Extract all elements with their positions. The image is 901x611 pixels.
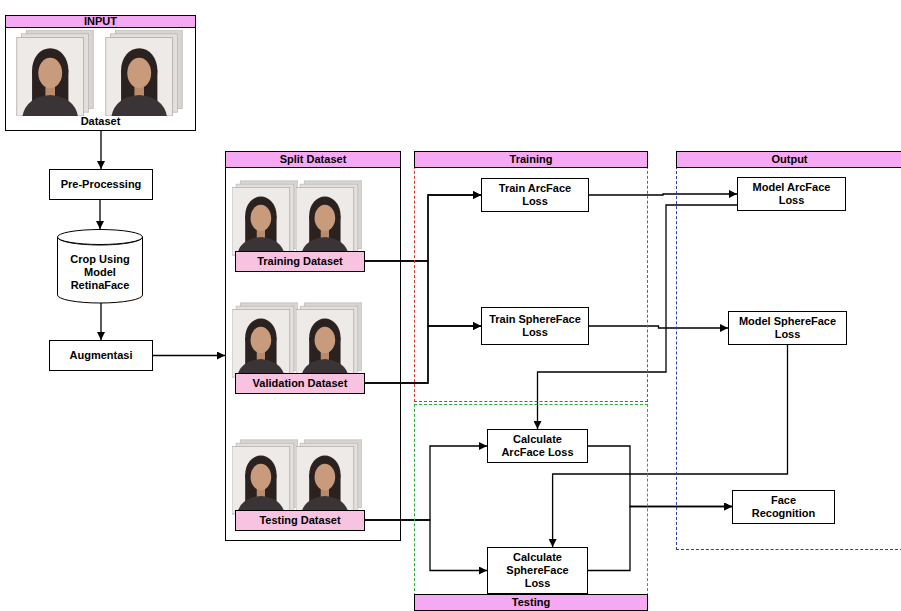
- caption-text: Dataset: [6, 115, 195, 128]
- split-panel: Split DatasetTraining DatasetValidation …: [225, 151, 401, 541]
- dataset-label: Testing Dataset: [235, 510, 365, 531]
- face-photo: [232, 181, 298, 255]
- face-photo: [106, 30, 182, 116]
- flow-arrow: [589, 326, 728, 328]
- training-region: TrainingTrain ArcFace LossTrain SphereFa…: [414, 151, 648, 402]
- node-label: Training Dataset: [257, 255, 343, 268]
- flow-arrow: [588, 507, 732, 571]
- node-label: Model ArcFace Loss: [745, 181, 838, 207]
- flow-arrow: [365, 520, 487, 571]
- process-box: Calculate ArcFace Loss: [487, 429, 588, 463]
- cylinder-top: [58, 230, 143, 245]
- section-header: Training: [414, 151, 648, 168]
- face-photo: [232, 303, 298, 377]
- face-photo: [296, 440, 362, 514]
- flow-arrow: [99, 200, 100, 229]
- node-label: Crop Using Model RetinaFace: [63, 253, 137, 292]
- testing-region: Testing Calculate ArcFace LossCalculate S…: [414, 404, 648, 611]
- node-label: Calculate SphereFace Loss: [495, 551, 580, 590]
- model-box: Model SphereFace Loss: [728, 311, 847, 345]
- flow-arrow: [100, 303, 101, 340]
- node-label: Testing Dataset: [259, 514, 340, 527]
- cylinder-body: [58, 237, 143, 303]
- output-region: OutputModel ArcFace LossModel SphereFace…: [676, 151, 901, 550]
- face-photo: [17, 30, 93, 116]
- node-label: Model SphereFace Loss: [736, 315, 839, 341]
- dataset-label: Training Dataset: [235, 251, 365, 272]
- dataset-label: Validation Dataset: [235, 373, 365, 394]
- flow-arrow: [365, 446, 487, 520]
- node-label: Augmentasi: [70, 349, 133, 362]
- process-box: Train SphereFace Loss: [481, 307, 589, 345]
- result-box: Face Recognition: [732, 490, 835, 524]
- section-header: Split Dataset: [225, 151, 401, 168]
- node-label: Train SphereFace Loss: [489, 313, 581, 339]
- input-panel: INPUT Dataset: [5, 15, 196, 131]
- section-header: Output: [676, 151, 901, 168]
- face-photo: [296, 181, 362, 255]
- node-label: Face Recognition: [740, 494, 827, 520]
- flow-arrow: [365, 326, 481, 383]
- node-label: Train ArcFace Loss: [489, 182, 581, 208]
- flow-arrow: [365, 261, 481, 326]
- face-photo: [232, 440, 298, 514]
- process-box: Pre-Processing: [49, 169, 153, 200]
- flow-arrow: [588, 446, 732, 507]
- node-label: Validation Dataset: [253, 377, 348, 390]
- flow-arrow: [365, 195, 481, 383]
- flow-arrow: [589, 194, 737, 195]
- section-header: Testing: [414, 594, 648, 611]
- node-label: Pre-Processing: [61, 178, 142, 191]
- process-box: Calculate SphereFace Loss: [487, 547, 588, 594]
- section-header: INPUT: [5, 15, 196, 28]
- flow-arrow: [100, 131, 101, 169]
- flow-arrow: [153, 355, 225, 356]
- face-photo: [296, 303, 362, 377]
- node-label: Calculate ArcFace Loss: [495, 433, 580, 459]
- model-box: Model ArcFace Loss: [737, 177, 846, 211]
- process-box: Augmentasi: [49, 340, 153, 371]
- flow-arrow: [365, 195, 481, 261]
- process-box: Train ArcFace Loss: [481, 178, 589, 212]
- database-cylinder: Crop Using Model RetinaFace: [57, 229, 143, 303]
